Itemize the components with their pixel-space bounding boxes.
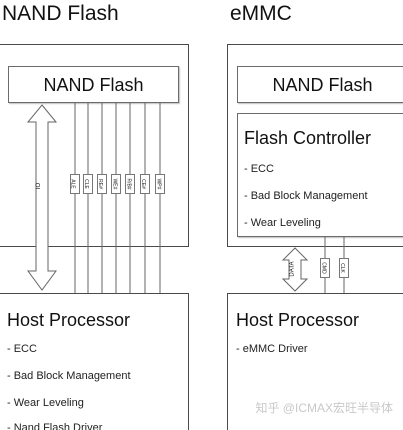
signal-re: RE# xyxy=(97,174,107,194)
io-double-arrow xyxy=(26,104,58,291)
nand-host-processor-title: Host Processor xyxy=(7,310,131,330)
nand-host-processor-box: Host Processor - ECC - Bad Block Managem… xyxy=(0,293,189,430)
controller-item-wear: - Wear Leveling xyxy=(244,217,321,229)
emmc-host-processor-box: Host Processor - eMMC Driver xyxy=(227,293,403,430)
signal-cle: CLE xyxy=(83,174,93,194)
signal-ce: CE# xyxy=(140,174,150,194)
watermark: 知乎 @ICMAX宏旺半导体 xyxy=(255,401,393,415)
controller-item-ecc: - ECC xyxy=(244,163,274,175)
signal-we: WE# xyxy=(111,174,121,194)
signal-clk: CLK xyxy=(339,258,349,278)
signal-we-label: WE# xyxy=(111,178,118,190)
emmc-host-processor-title: Host Processor xyxy=(236,310,360,330)
signal-cmd: CMD xyxy=(320,258,330,278)
flash-controller-title: Flash Controller xyxy=(244,128,372,148)
emmc-nand-flash-chip: NAND Flash xyxy=(237,66,403,103)
data-double-arrow xyxy=(281,247,309,292)
host-item-driver: - Nand Flash Driver xyxy=(7,422,103,430)
signal-wp-label: WP# xyxy=(155,178,162,190)
signal-cmd-label: CMD xyxy=(320,262,327,274)
nand-signal-lines xyxy=(74,103,161,293)
signal-rb: R/B# xyxy=(125,174,135,194)
nand-flash-chip-label: NAND Flash xyxy=(43,75,144,95)
emmc-title: eMMC xyxy=(230,2,292,25)
host-item-bbm: - Bad Block Management xyxy=(7,370,131,382)
io-label: IO xyxy=(36,182,43,190)
flash-controller-box: Flash Controller - ECC - Bad Block Manag… xyxy=(237,113,403,237)
emmc-host-item-driver: - eMMC Driver xyxy=(236,343,308,355)
host-item-ecc: - ECC xyxy=(7,343,37,355)
emmc-nand-flash-chip-label: NAND Flash xyxy=(272,75,373,95)
signal-ale: ALE xyxy=(70,174,80,194)
signal-ale-label: ALE xyxy=(69,179,76,189)
nand-flash-chip: NAND Flash xyxy=(8,66,179,103)
signal-ce-label: CE# xyxy=(139,179,146,189)
signal-rb-label: R/B# xyxy=(125,178,132,190)
data-label: DATA xyxy=(289,261,296,277)
host-item-wear: - Wear Leveling xyxy=(7,397,84,409)
nand-flash-title: NAND Flash xyxy=(2,2,119,25)
signal-re-label: RE# xyxy=(96,179,103,189)
controller-item-bbm: - Bad Block Management xyxy=(244,190,368,202)
signal-wp: WP# xyxy=(155,174,165,194)
signal-clk-label: CLK xyxy=(338,263,345,273)
signal-cle-label: CLE xyxy=(82,179,89,189)
